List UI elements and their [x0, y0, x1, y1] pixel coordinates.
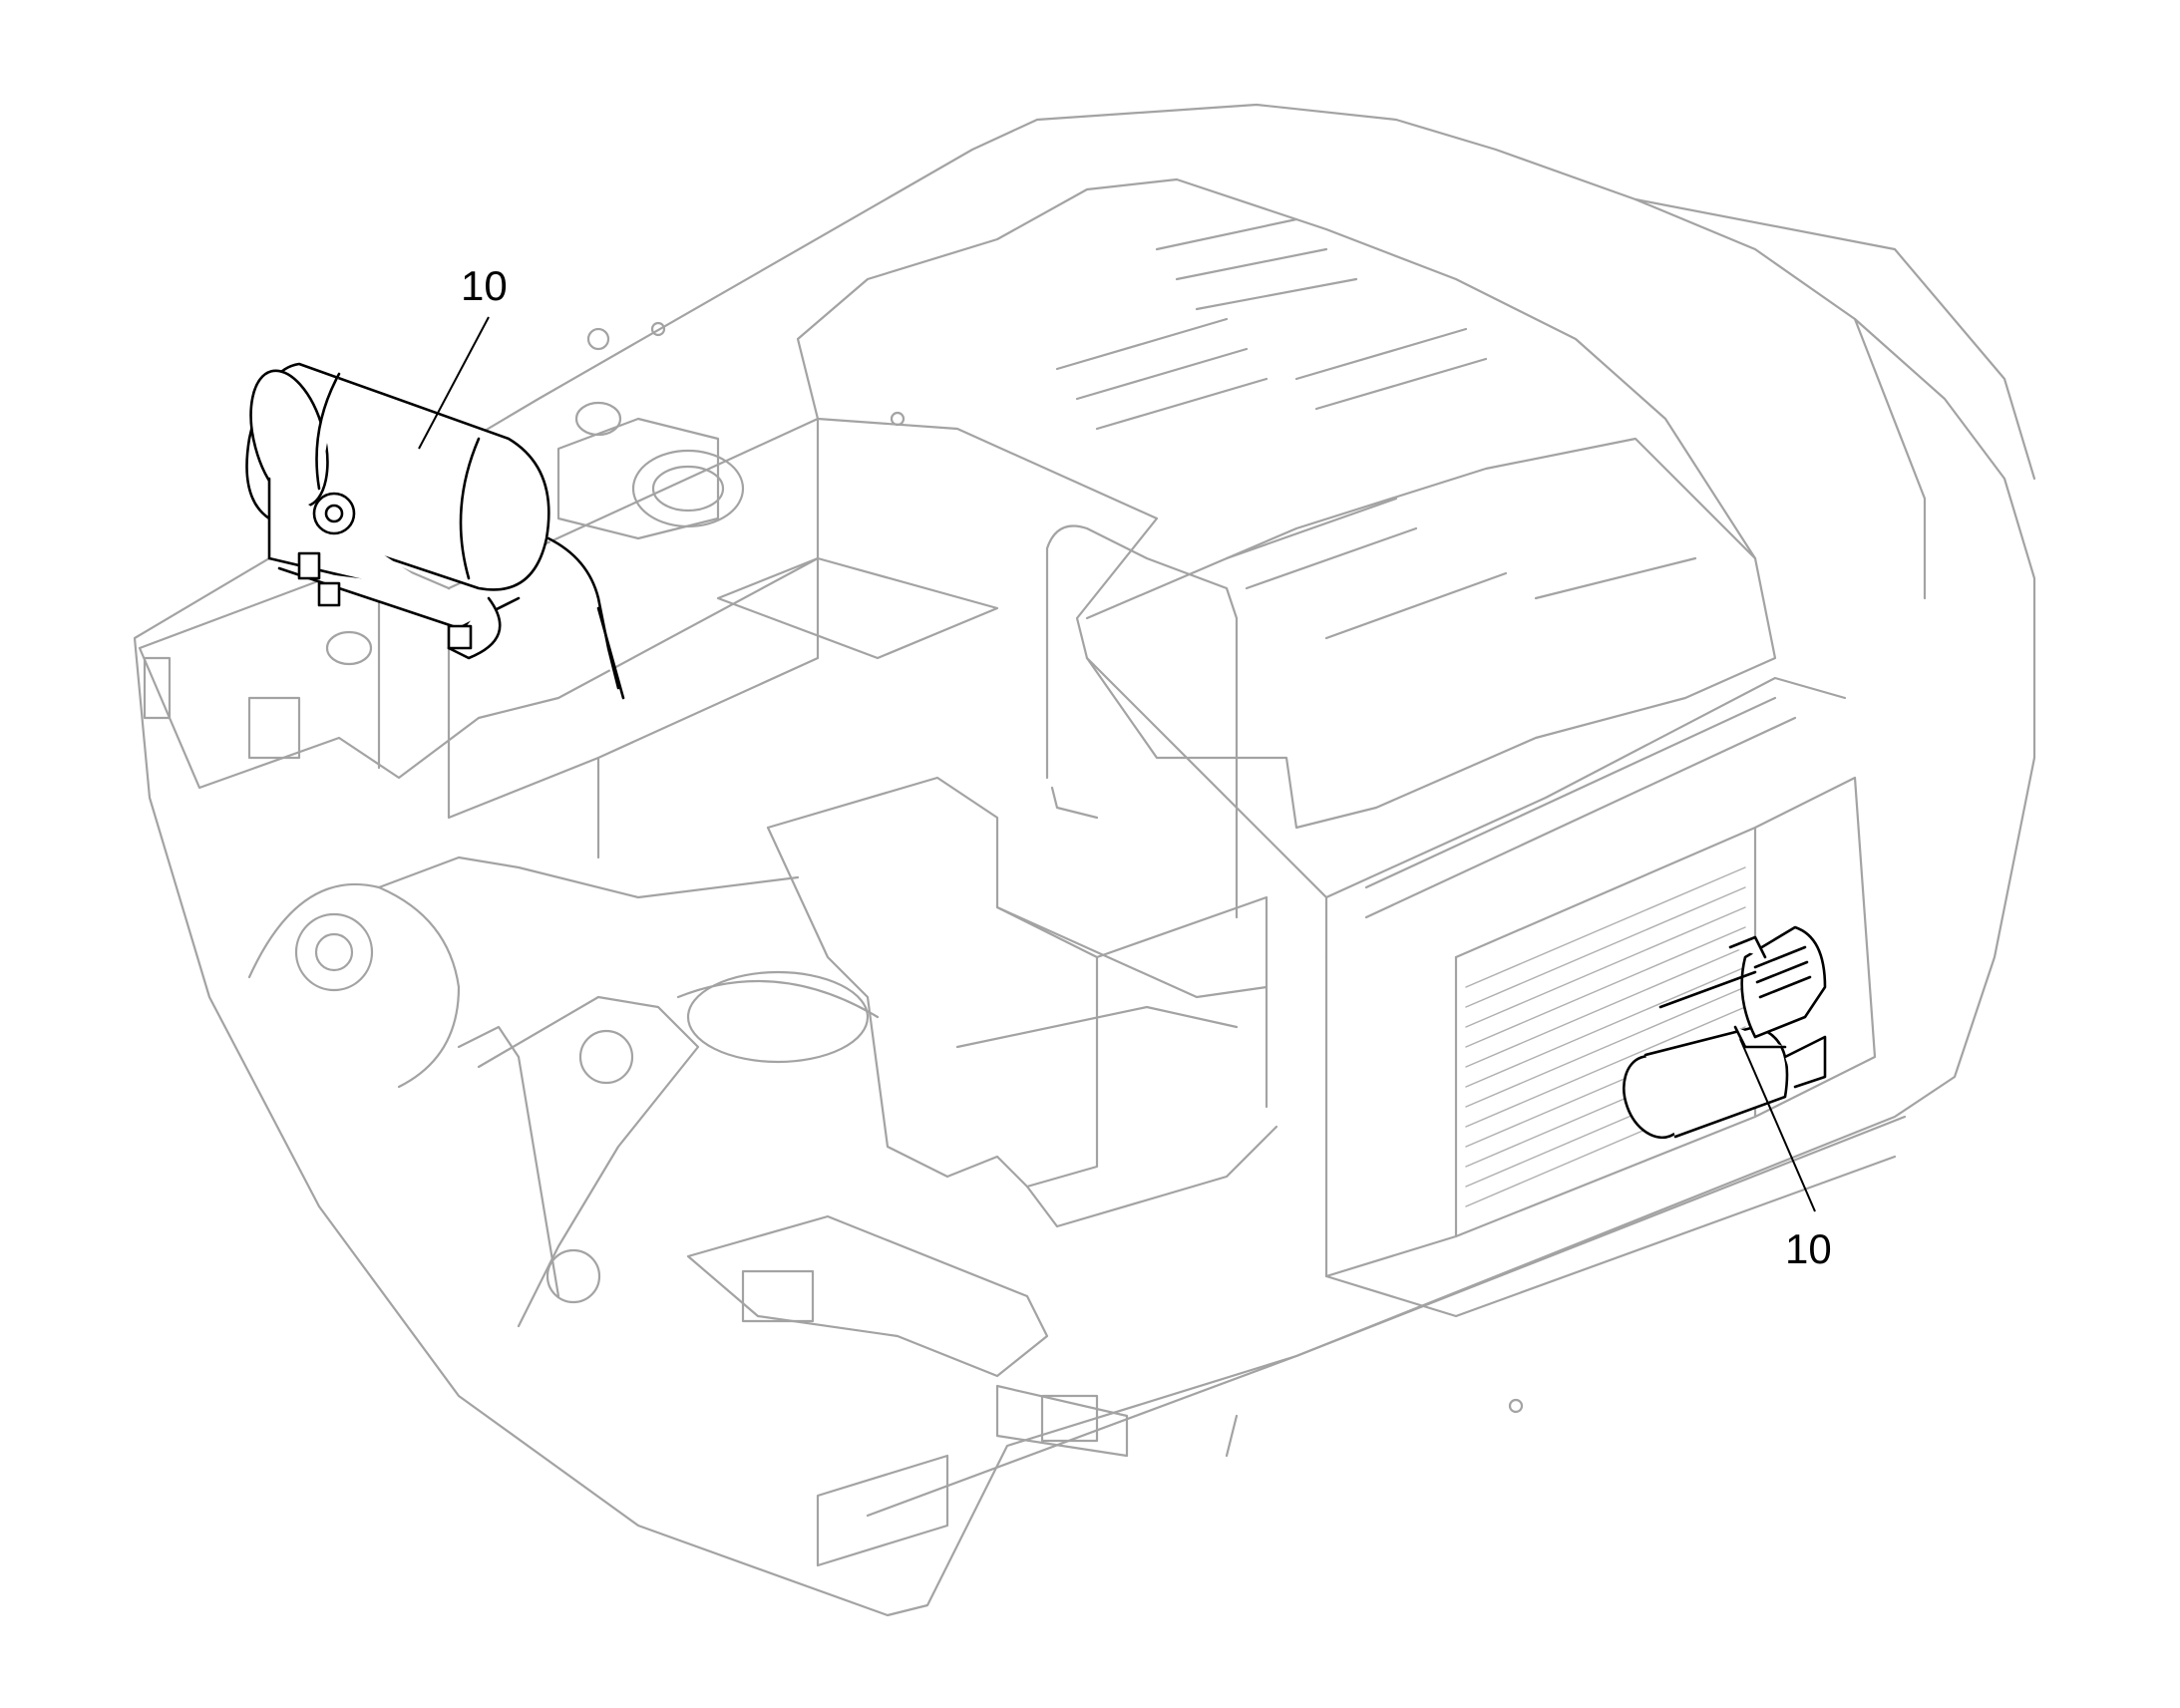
- engine-hood: [796, 177, 1777, 830]
- air-tank: [245, 362, 625, 700]
- leader-lines: [418, 316, 1816, 1212]
- radiator-grille: [1324, 955, 1458, 1278]
- air-compressor: [1623, 925, 1827, 1140]
- fuel-tank-block: [138, 417, 820, 790]
- machine-outline: [133, 103, 2036, 1617]
- radiator-fins: [1465, 866, 1746, 1207]
- callout-air-tank: 10: [461, 262, 508, 309]
- handrail: [1045, 524, 1239, 919]
- callout-air-compressor: 10: [1785, 1225, 1832, 1272]
- center-console: [766, 776, 1099, 1189]
